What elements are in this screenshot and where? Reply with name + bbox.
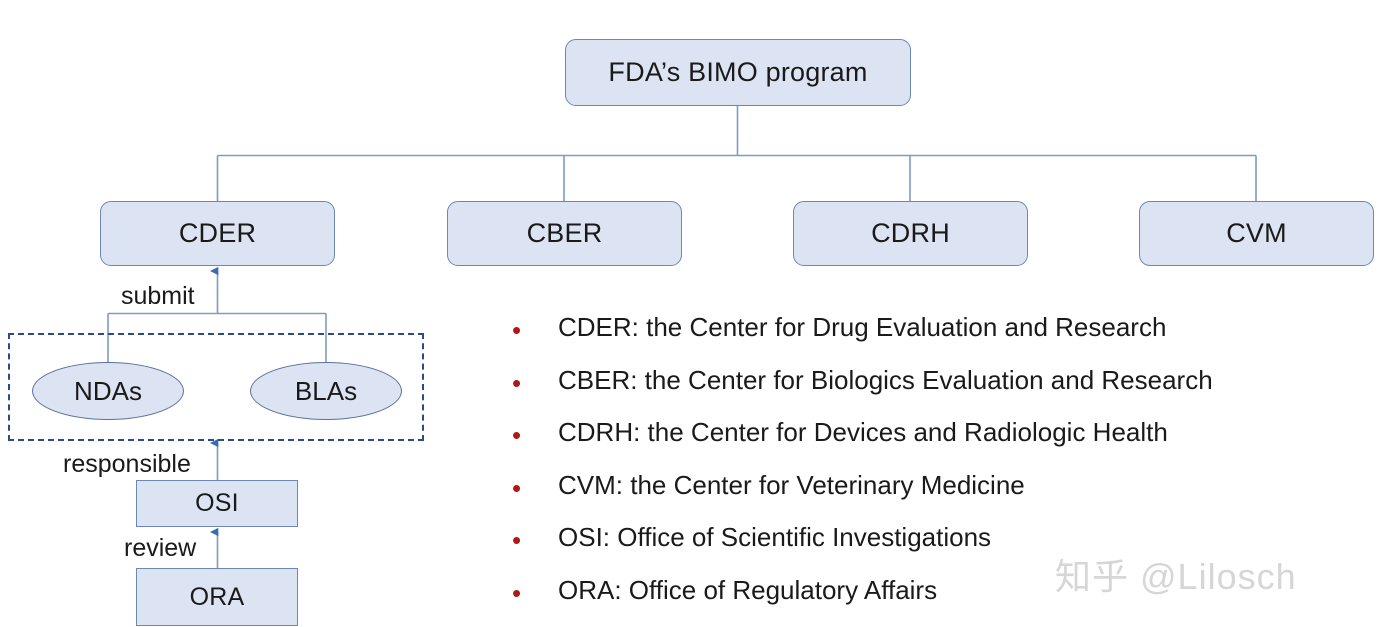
edge-label-submit: submit xyxy=(121,282,195,311)
node-label: BLAs xyxy=(295,376,357,407)
node-label: FDA’s BIMO program xyxy=(608,57,867,88)
legend-item-text: CDER: the Center for Drug Evaluation and… xyxy=(558,312,1166,340)
bullet-icon: • xyxy=(512,312,558,343)
node-label: CDRH xyxy=(871,218,950,249)
edge-label-review: review xyxy=(124,534,196,563)
legend-item-text: CBER: the Center for Biologics Evaluatio… xyxy=(558,365,1213,393)
bullet-icon: • xyxy=(512,522,558,553)
node-label: ORA xyxy=(190,583,245,612)
watermark: 知乎 @Lilosch xyxy=(1055,548,1297,600)
legend-item-text: OSI: Office of Scientific Investigations xyxy=(558,522,991,550)
node-label: CBER xyxy=(527,218,603,249)
node-cder[interactable]: CDER xyxy=(100,201,335,266)
node-fda-bimo-program[interactable]: FDA’s BIMO program xyxy=(565,39,911,106)
bullet-icon: • xyxy=(512,417,558,448)
bullet-icon: • xyxy=(512,470,558,501)
edge-label-responsible: responsible xyxy=(63,450,191,479)
node-ora[interactable]: ORA xyxy=(136,568,298,626)
node-ndas[interactable]: NDAs xyxy=(32,362,184,420)
node-label: NDAs xyxy=(74,376,142,407)
list-item: • CBER: the Center for Biologics Evaluat… xyxy=(512,365,1312,418)
list-item: • CDRH: the Center for Devices and Radio… xyxy=(512,417,1312,470)
legend-item-text: CVM: the Center for Veterinary Medicine xyxy=(558,470,1025,498)
legend-item-text: CDRH: the Center for Devices and Radiolo… xyxy=(558,417,1168,445)
bullet-icon: • xyxy=(512,575,558,606)
list-item: • CDER: the Center for Drug Evaluation a… xyxy=(512,312,1312,365)
node-cdrh[interactable]: CDRH xyxy=(793,201,1028,266)
node-label: CDER xyxy=(179,218,256,249)
node-cber[interactable]: CBER xyxy=(447,201,682,266)
node-label: CVM xyxy=(1226,218,1287,249)
list-item: • CVM: the Center for Veterinary Medicin… xyxy=(512,470,1312,523)
legend-item-text: ORA: Office of Regulatory Affairs xyxy=(558,575,937,603)
node-osi[interactable]: OSI xyxy=(136,480,298,527)
node-blas[interactable]: BLAs xyxy=(250,362,402,420)
node-cvm[interactable]: CVM xyxy=(1139,201,1374,266)
bullet-icon: • xyxy=(512,365,558,396)
node-label: OSI xyxy=(195,489,239,518)
